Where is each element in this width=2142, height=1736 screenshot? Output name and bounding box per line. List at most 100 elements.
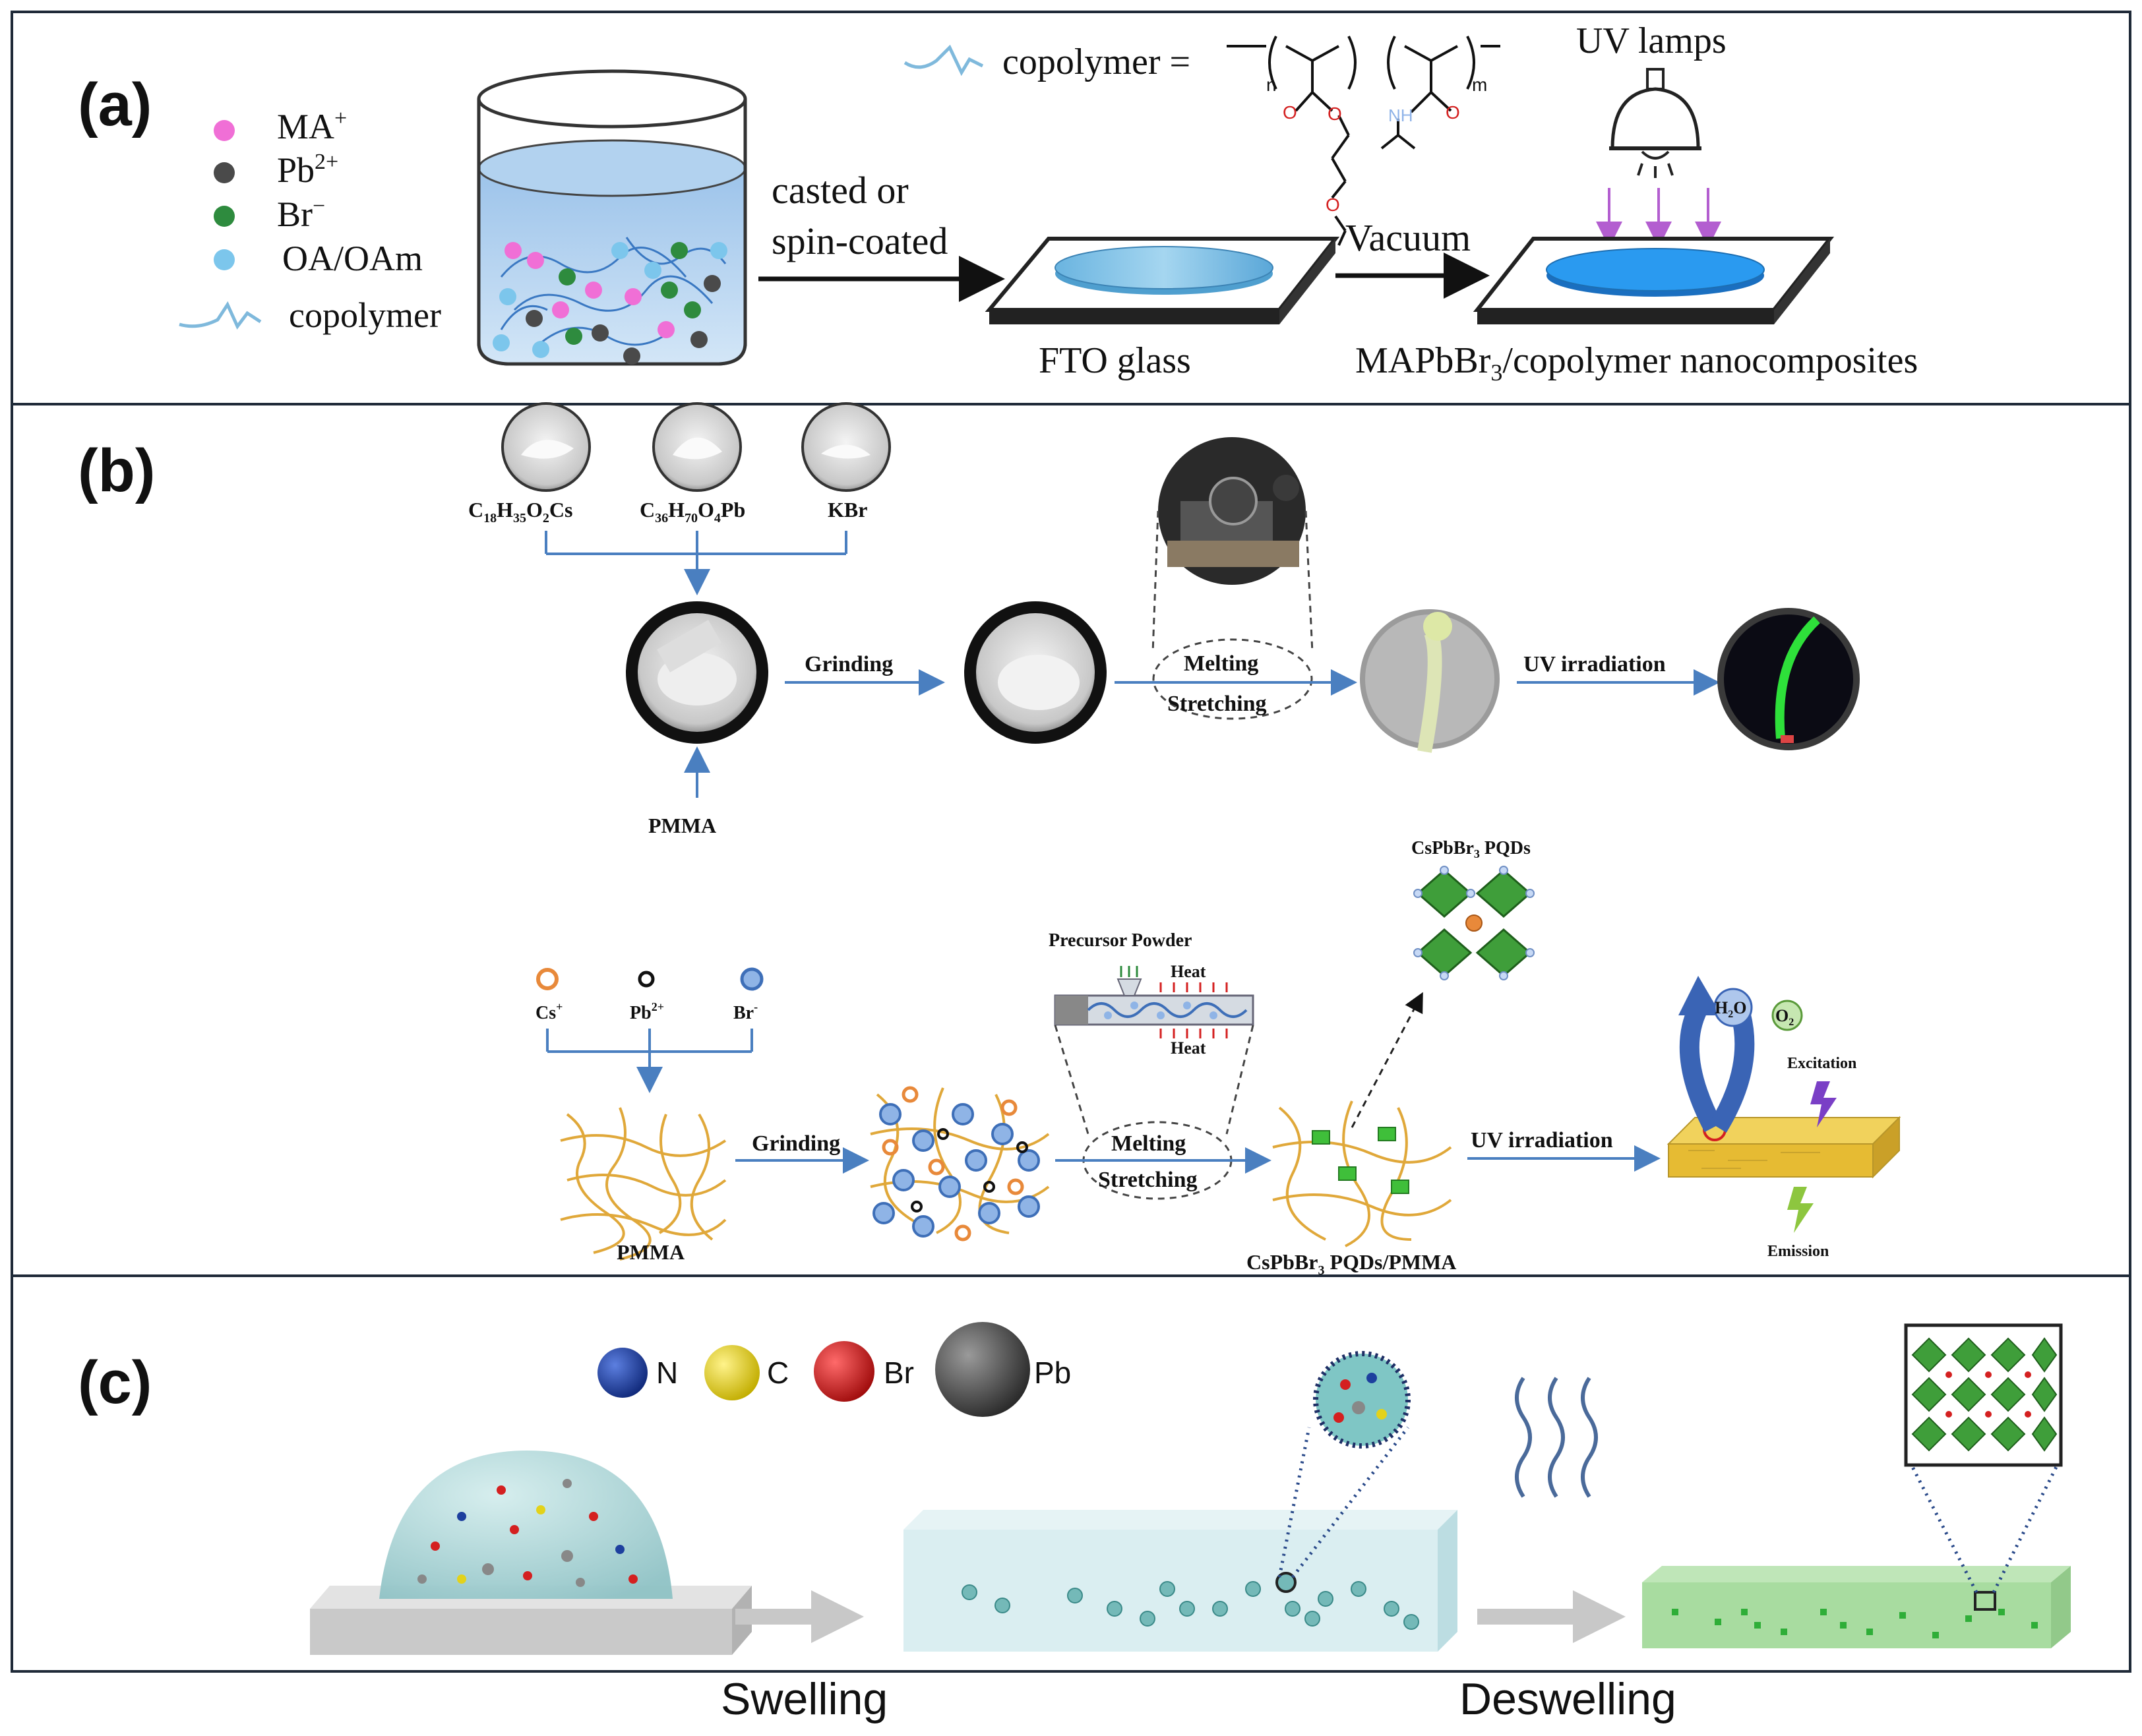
zoom-arrow-pqd bbox=[1351, 992, 1423, 1128]
br-ion-icon bbox=[740, 967, 764, 991]
vacuum-text: Vacuum bbox=[1345, 216, 1471, 259]
perovskite-lattice bbox=[1413, 866, 1535, 980]
legend-copolymer-text: copolymer bbox=[289, 295, 441, 335]
sub-n-text: n bbox=[1266, 75, 1277, 95]
panel-a-legend: MA+ Pb2+ Br− OA/OAm copolymer bbox=[179, 106, 441, 335]
composite-text: CsPbBr3 PQDs/PMMA bbox=[1246, 1250, 1456, 1278]
copolymer-squiggle-icon-2 bbox=[903, 44, 984, 76]
atom-o-2: O bbox=[1328, 104, 1342, 124]
panel-a-label: (a) bbox=[78, 71, 152, 138]
product-text: MAPbBr3/copolymer nanocomposites bbox=[1355, 340, 1918, 386]
c-atom-icon bbox=[704, 1345, 760, 1400]
reagent-connector bbox=[545, 531, 847, 595]
deswelling-label: Deswelling bbox=[1459, 1674, 1676, 1724]
melting-text-top: Melting bbox=[1184, 651, 1258, 676]
n-atom-icon bbox=[597, 1348, 648, 1398]
legend-br-text: Br bbox=[884, 1356, 914, 1390]
extruder-photo bbox=[1158, 437, 1306, 585]
copolymer-eq-text: copolymer = bbox=[1002, 42, 1190, 82]
water-arrow-head bbox=[1678, 976, 1721, 1015]
copolymer-structure: copolymer = bbox=[903, 36, 1500, 246]
legend-oa-text: OA/OAm bbox=[282, 239, 423, 278]
atom-nh: NH bbox=[1388, 105, 1413, 125]
excitation-bolt-icon bbox=[1810, 1081, 1837, 1127]
mortar-photo-1 bbox=[626, 601, 768, 744]
fto-substrate-1 bbox=[985, 237, 1340, 324]
stretching-text-bottom: Stretching bbox=[1098, 1168, 1197, 1192]
legend-pb-text: Pb bbox=[1034, 1356, 1071, 1390]
deswollen-film bbox=[1642, 1323, 2071, 1648]
atom-o-1: O bbox=[1283, 102, 1297, 123]
glowing-fiber-photo bbox=[1717, 608, 1860, 750]
br-ion-text: Br- bbox=[733, 1000, 758, 1023]
pqds-title-text: CsPbBr3 PQDs bbox=[1411, 838, 1531, 860]
o2-bubble bbox=[1771, 1000, 1803, 1031]
reagent-pb-text: C36H70O4Pb bbox=[640, 498, 745, 525]
pb-ion-text: Pb2+ bbox=[630, 1000, 664, 1023]
panel-b: (b) C18H35O2Cs C36H70O4Pb KBr PMMA bbox=[78, 402, 1901, 1278]
grinding-text-bottom: Grinding bbox=[752, 1131, 840, 1156]
panel-a: (a) MA+ Pb2+ Br− OA/OAm copolymer bbox=[78, 20, 1918, 386]
evaporation-waves-icon bbox=[1515, 1377, 1598, 1498]
swelling-arrow bbox=[735, 1590, 864, 1643]
legend-br-text: Br− bbox=[277, 194, 325, 234]
uv-lamps-text: UV lamps bbox=[1576, 20, 1727, 61]
panel-c-label: (c) bbox=[78, 1349, 152, 1416]
legend-c-text: C bbox=[767, 1356, 789, 1390]
deswelling-arrow bbox=[1477, 1590, 1626, 1643]
mortar-photo-2 bbox=[964, 601, 1107, 744]
heat-text-bottom: Heat bbox=[1171, 1038, 1206, 1058]
reagent-kbr-text: KBr bbox=[828, 498, 867, 522]
water-arc-right bbox=[1709, 1013, 1755, 1133]
uv-irradiation-text-bottom: UV irradiation bbox=[1471, 1128, 1613, 1152]
panel-b-label: (b) bbox=[78, 437, 155, 504]
melting-text-bottom: Melting bbox=[1111, 1131, 1186, 1156]
h2o-text: H2O bbox=[1715, 998, 1746, 1020]
film-block bbox=[1667, 1116, 1901, 1179]
stretching-text-top: Stretching bbox=[1167, 692, 1266, 716]
swelling-label: Swelling bbox=[721, 1674, 888, 1724]
uv-irradiation-text-top: UV irradiation bbox=[1523, 652, 1666, 676]
pmma-text-top: PMMA bbox=[648, 814, 716, 837]
atom-o-4: O bbox=[1326, 195, 1340, 215]
copolymer-squiggle-icon bbox=[179, 301, 262, 330]
pb-ion-icon bbox=[638, 971, 655, 988]
zoom-lines-top bbox=[1151, 510, 1314, 720]
fto-substrate-2 bbox=[1473, 237, 1835, 324]
grinding-text-top: Grinding bbox=[805, 652, 893, 676]
emission-text: Emission bbox=[1767, 1243, 1829, 1260]
legend-ma-text: MA+ bbox=[277, 106, 347, 146]
step-casted-text: casted or bbox=[772, 169, 909, 212]
pqd-pmma-composite bbox=[1272, 1100, 1452, 1247]
reagent-dishes bbox=[501, 402, 891, 492]
cs-ion-icon bbox=[536, 968, 559, 990]
fto-glass-text: FTO glass bbox=[1039, 340, 1191, 381]
h2o-bubble bbox=[1713, 988, 1753, 1027]
o2-text: O2 bbox=[1775, 1006, 1794, 1028]
legend-n-text: N bbox=[656, 1356, 678, 1390]
panel-frames bbox=[11, 11, 2131, 1673]
panel-c-legend: N C Br Pb bbox=[597, 1322, 1071, 1417]
excitation-text: Excitation bbox=[1787, 1055, 1856, 1072]
pmma-text-bottom: PMMA bbox=[617, 1240, 685, 1264]
step-spin-coated-text: spin-coated bbox=[772, 220, 948, 262]
panel-c: (c) N C Br Pb bbox=[78, 1322, 2071, 1655]
cs-ion-text: Cs+ bbox=[536, 1000, 563, 1023]
water-arc-left bbox=[1679, 1004, 1723, 1132]
droplet-on-substrate bbox=[310, 1451, 752, 1655]
atom-o-3: O bbox=[1446, 102, 1460, 123]
emission-bolt-icon bbox=[1787, 1187, 1814, 1233]
heat-text-top: Heat bbox=[1171, 962, 1206, 981]
swollen-film bbox=[903, 1351, 1457, 1652]
ground-mixture bbox=[870, 1086, 1050, 1242]
br-atom-icon bbox=[814, 1341, 874, 1402]
fiber-photo bbox=[1360, 609, 1500, 753]
beaker-icon bbox=[477, 69, 747, 366]
ion-connector bbox=[546, 1029, 753, 1093]
precursor-powder-text: Precursor Powder bbox=[1049, 930, 1192, 951]
extruder-diagram bbox=[1054, 966, 1254, 1038]
pmma-network bbox=[560, 1107, 727, 1261]
reagent-cs-text: C18H35O2Cs bbox=[468, 498, 572, 525]
sub-m-text: m bbox=[1472, 75, 1487, 95]
